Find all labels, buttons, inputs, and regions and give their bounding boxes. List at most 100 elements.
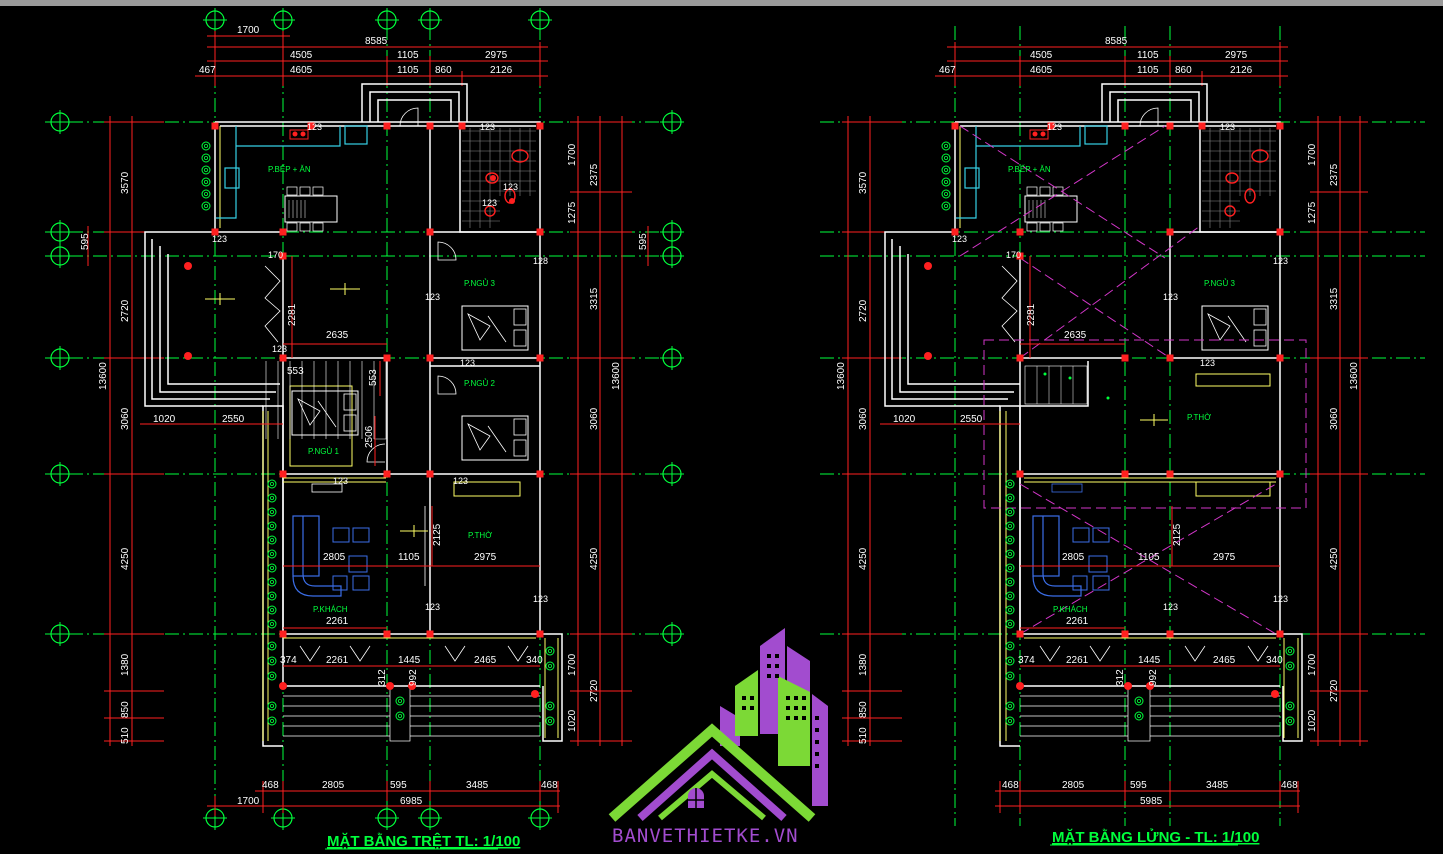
interior-dims: 2281 2635 553 553 2506 1020 2550 2805 11… — [153, 303, 543, 686]
i2dim-2261a: 2261 — [1066, 616, 1089, 627]
logo-roof-green — [608, 723, 816, 822]
left-dims-2: 3570 2720 13600 3060 4250 1380 850 510 — [836, 171, 869, 744]
col2-label-1: 123 — [952, 234, 967, 244]
interior-dim-lines-2 — [880, 256, 1280, 667]
ldim-3060: 3060 — [120, 407, 131, 430]
bdim-468a: 468 — [262, 780, 279, 791]
room2-kitchen-dining: P.BẾP + ĂN — [1008, 164, 1051, 174]
right-dimension-lines-2 — [1310, 116, 1368, 746]
dim2-r2-b: 1105 — [1137, 50, 1159, 61]
stove-2 — [1029, 129, 1049, 140]
room-bedroom-3: P.NGỦ 3 — [464, 279, 496, 288]
r2dim-1275: 1275 — [1307, 201, 1318, 224]
light-symbols — [205, 283, 428, 537]
room-bedroom-2: P.NGỦ 2 — [464, 379, 496, 388]
room2-living: P.KHÁCH — [1053, 605, 1088, 614]
bdim-468b: 468 — [541, 780, 558, 791]
cad-drawing-canvas[interactable]: 1700 8585 4505 1105 2975 467 4605 1105 8… — [0, 6, 1443, 854]
col-label-7: 123 — [453, 476, 468, 486]
bottom-dimension-lines — [207, 781, 560, 816]
idim-2465: 2465 — [474, 655, 497, 666]
i2dim-992: 992 — [1148, 669, 1159, 686]
wc-tiles-2 — [1202, 128, 1276, 228]
idim-2261b: 2261 — [326, 655, 349, 666]
light-symbols-2 — [1140, 414, 1168, 426]
bdim-3485: 3485 — [466, 780, 489, 791]
dim-total-top-2: 8585 — [1105, 36, 1128, 47]
room-labels: P.BẾP + ĂN P.NGỦ 3 P.NGỦ 2 P.NGỦ 1 P.THỜ… — [268, 164, 496, 614]
logo-house-window — [688, 788, 704, 808]
dim-r3-c: 1105 — [397, 65, 419, 76]
right-dimension-lines — [570, 116, 649, 746]
left-dims: 3570 595 2720 13600 3060 4250 1380 850 5… — [80, 171, 131, 744]
room-bedroom-1: P.NGỦ 1 — [308, 447, 340, 456]
room-kitchen-dining: P.BẾP + ĂN — [268, 164, 311, 174]
room2-bedroom-3: P.NGỦ 3 — [1204, 279, 1236, 288]
col2-label-9: 123 — [1220, 122, 1235, 132]
r2dim-1020: 1020 — [1307, 709, 1318, 732]
r2dim-2720: 2720 — [1329, 679, 1340, 702]
dim2-r3-b: 4605 — [1030, 65, 1053, 76]
bdim-2805: 2805 — [322, 780, 345, 791]
kitchen-counter — [216, 125, 368, 219]
col-label-8: 123 — [425, 602, 440, 612]
col2-label-2: 170 — [1006, 250, 1021, 260]
idim-1445: 1445 — [398, 655, 421, 666]
idim-374: 374 — [280, 655, 297, 666]
dim2-r3-e: 2126 — [1230, 65, 1253, 76]
window-top-bar — [0, 0, 1443, 6]
b2dim-3485: 3485 — [1206, 780, 1229, 791]
l2dim-13600: 13600 — [836, 362, 847, 390]
right-dims: 1700 2375 1275 595 3315 13600 3060 4250 … — [567, 143, 649, 732]
i2dim-2465: 2465 — [1213, 655, 1236, 666]
idim-992: 992 — [408, 669, 419, 686]
rdim-1275: 1275 — [567, 201, 578, 224]
void-lines — [959, 125, 1307, 635]
wc-fixtures-2 — [1224, 149, 1269, 217]
i2dim-2805: 2805 — [1062, 552, 1085, 563]
i2dim-1020: 1020 — [893, 414, 916, 425]
mezzanine-plan[interactable]: 8585 4505 1105 2975 467 4605 1105 860 21… — [820, 26, 1425, 846]
doors — [264, 107, 529, 662]
logo-roof-green-inner — [658, 770, 766, 821]
r2dim-2375: 2375 — [1329, 163, 1340, 186]
bottom-dimension-lines-2 — [995, 781, 1300, 813]
rdim-1020: 1020 — [567, 709, 578, 732]
front-steps-2 — [1020, 685, 1280, 742]
l2dim-2720: 2720 — [858, 299, 869, 322]
dim-r3-a: 467 — [199, 65, 216, 76]
plan-title: MẶT BẰNG TRỆT TL: 1/100 — [327, 832, 520, 850]
yellow-outline — [219, 126, 559, 741]
bdim-1700: 1700 — [237, 796, 260, 807]
banvethietke-logo: BANVETHIETKE.VN — [608, 628, 828, 847]
col2-label-8: 123 — [1047, 122, 1062, 132]
rdim-1700b: 1700 — [567, 653, 578, 676]
ldim-2720: 2720 — [120, 299, 131, 322]
rdim-2375: 2375 — [589, 163, 600, 186]
r2dim-1700: 1700 — [1307, 143, 1318, 166]
idim-1020: 1020 — [153, 414, 176, 425]
col-label-10: 123 — [307, 122, 322, 132]
col-label-9: 123 — [533, 594, 548, 604]
col-label-2: 170 — [268, 250, 283, 260]
logo-building-purple-3 — [812, 694, 828, 806]
ldim-13600: 13600 — [98, 362, 109, 390]
dim-r3-b: 4605 — [290, 65, 313, 76]
r2dim-13600: 13600 — [1349, 362, 1360, 390]
bdim-595: 595 — [390, 780, 407, 791]
rdim-1700: 1700 — [567, 143, 578, 166]
i2dim-374: 374 — [1018, 655, 1035, 666]
ground-floor-plan[interactable]: 1700 8585 4505 1105 2975 467 4605 1105 8… — [45, 7, 685, 850]
column-labels: 123 170 123 128 123 123 123 123 123 123 … — [212, 122, 548, 612]
bdim-total: 6985 — [400, 796, 423, 807]
i2dim-340: 340 — [1266, 655, 1283, 666]
col2-label-4: 123 — [1273, 256, 1288, 266]
col-label-6: 123 — [333, 476, 348, 486]
stove — [289, 129, 309, 140]
l2dim-3570: 3570 — [858, 171, 869, 194]
r2dim-4250: 4250 — [1329, 547, 1340, 570]
i2dim-2281: 2281 — [1026, 303, 1037, 326]
room2-altar: P.THỜ — [1187, 413, 1211, 422]
dim-r2-b: 1105 — [397, 50, 419, 61]
column-labels-2: 123 170 123 123 123 123 123 123 123 — [952, 122, 1288, 612]
